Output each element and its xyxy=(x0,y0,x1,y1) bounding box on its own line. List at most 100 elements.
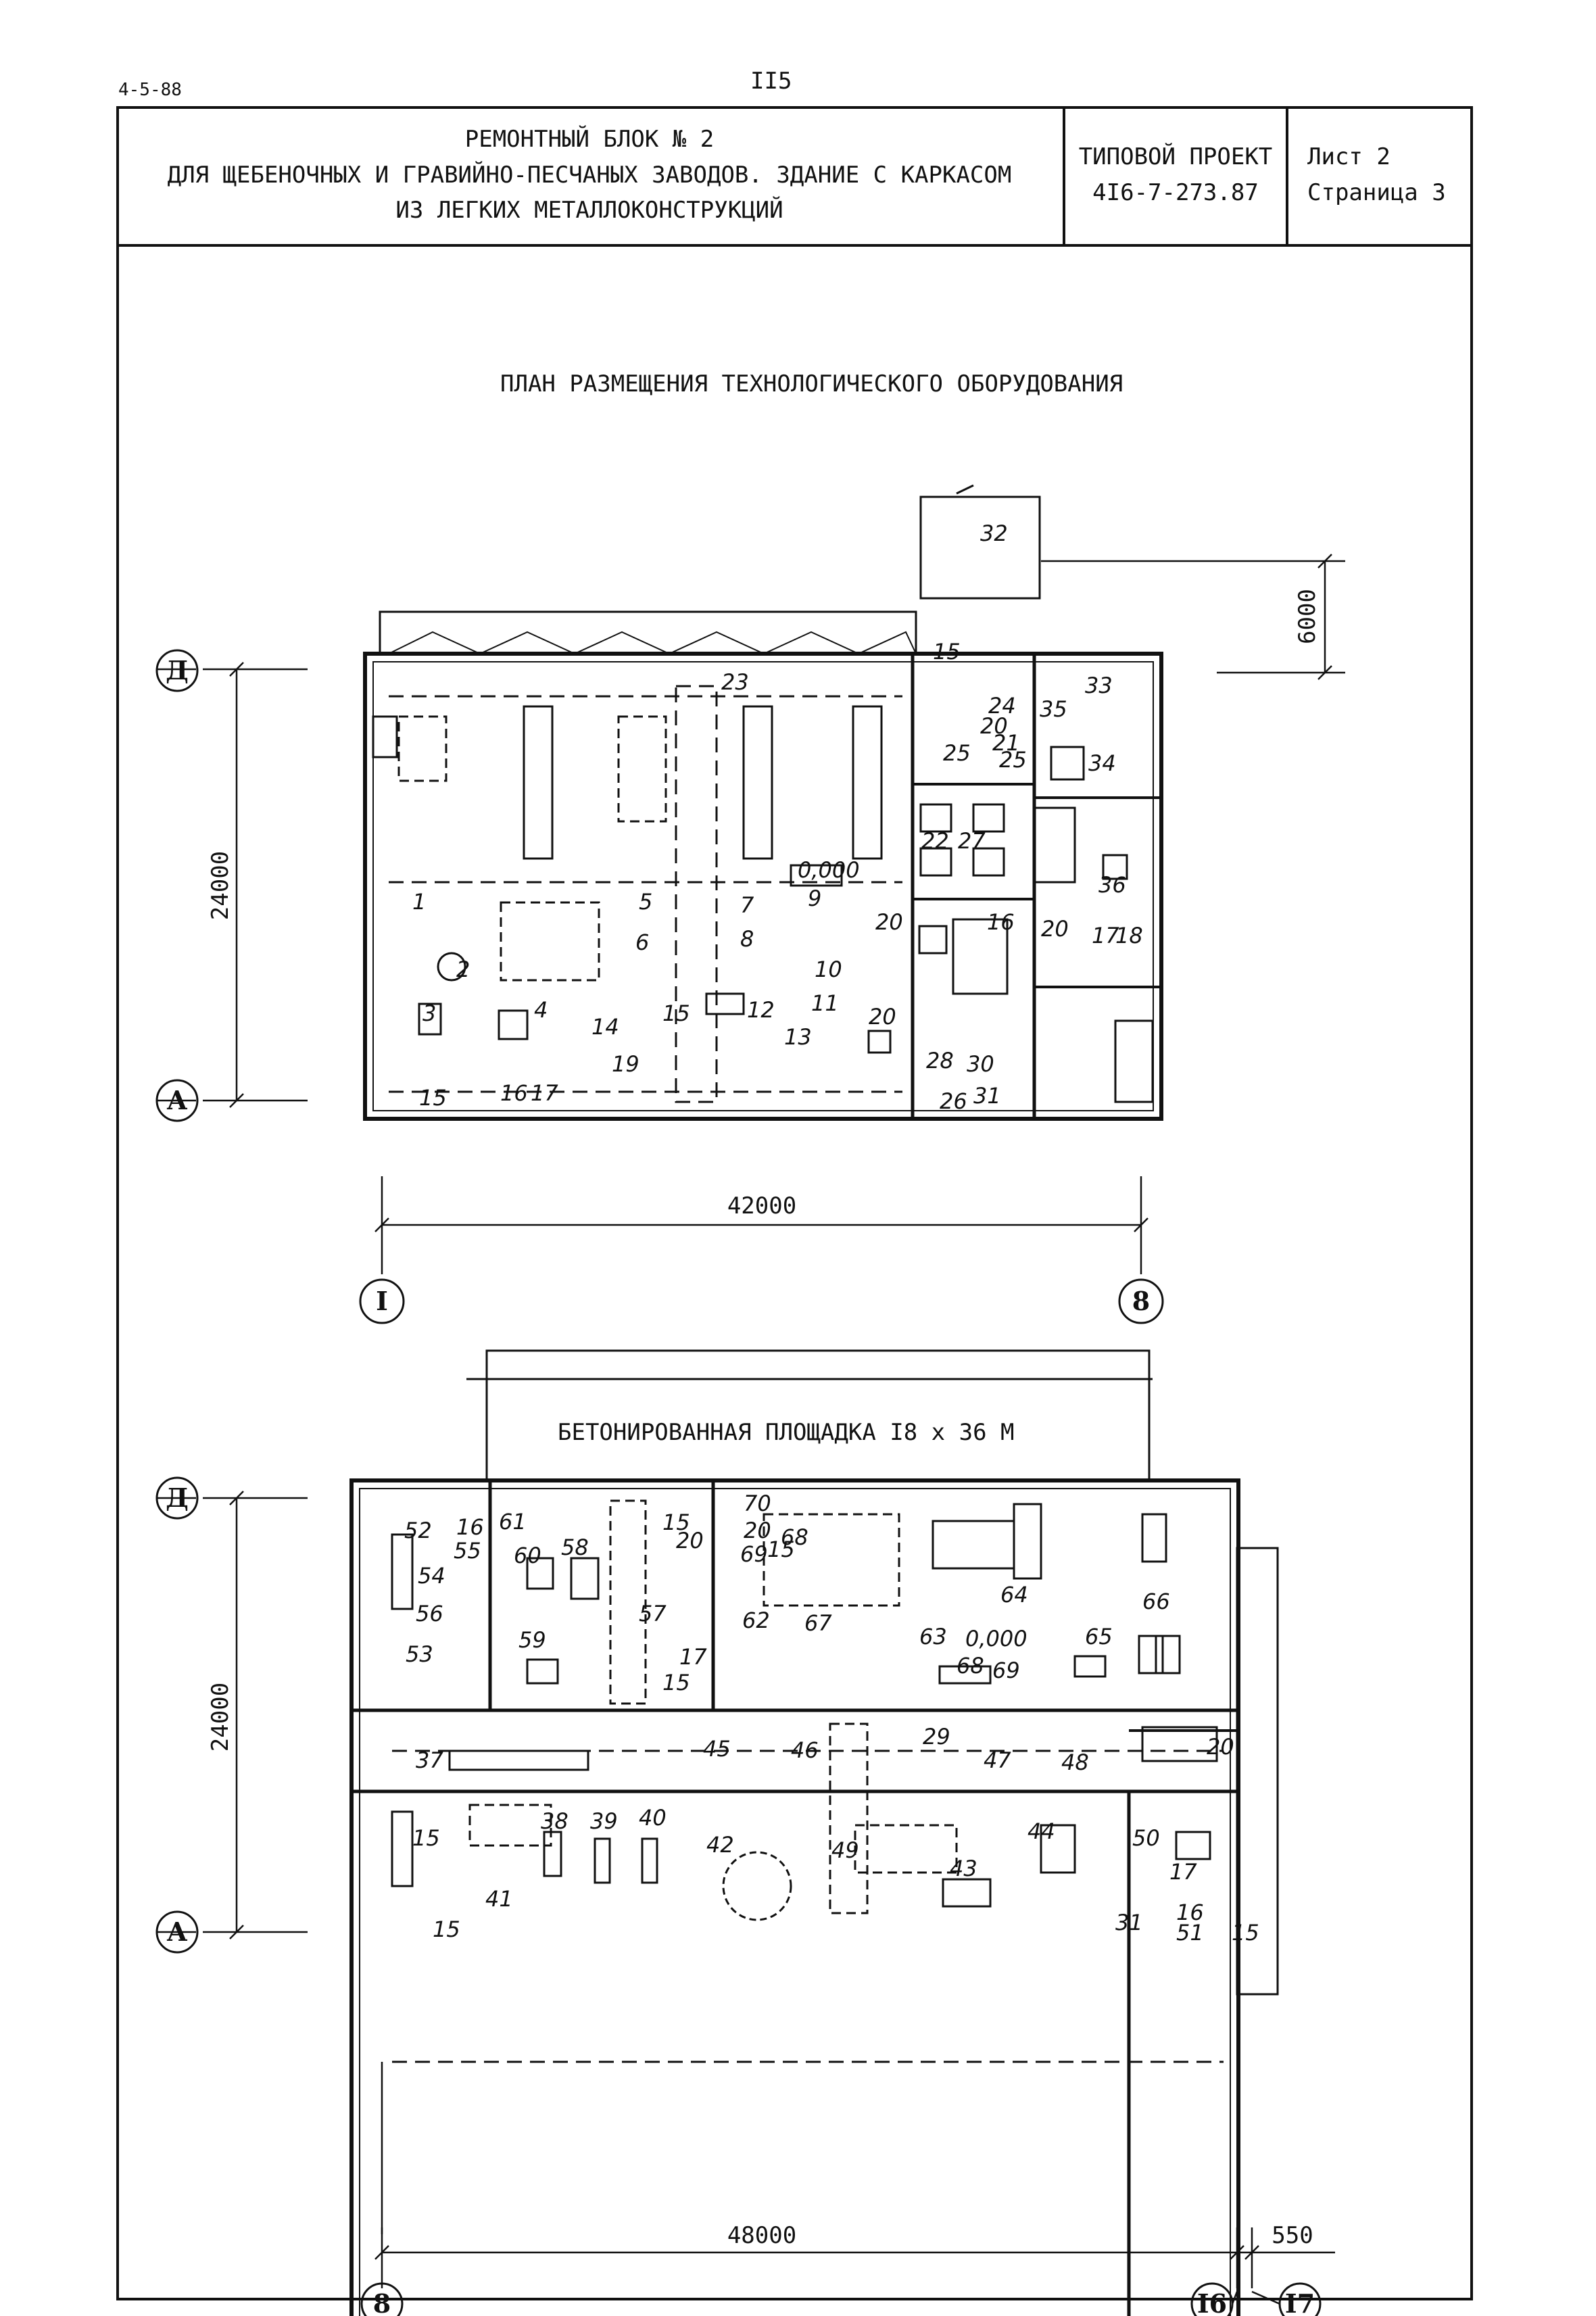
project-number: 4I6-7-273.87 xyxy=(1092,179,1259,206)
bottom-dim-extra: 550 xyxy=(1272,2222,1313,2249)
bottom-equipment-label: 54 xyxy=(418,1563,445,1589)
bottom-equipment-label: 43 xyxy=(950,1856,977,1881)
bottom-dim-width: 48000 xyxy=(727,2222,796,2249)
sheet-code: 4-5-88 xyxy=(118,80,182,100)
title-line-2: ДЛЯ ЩЕБЕНОЧНЫХ И ГРАВИЙНО-ПЕСЧАНЫХ ЗАВОД… xyxy=(167,161,1012,189)
top-equipment-label: 33 xyxy=(1085,673,1113,698)
top-equipment-label: 20 xyxy=(869,1004,896,1030)
bottom-equipment-label: 60 xyxy=(514,1543,541,1568)
bottom-equipment-label: 64 xyxy=(1000,1582,1028,1608)
bottom-axis-left-label: 8 xyxy=(373,2288,391,2316)
bottom-equipment-label: 49 xyxy=(831,1837,859,1863)
page-number: II5 xyxy=(750,68,792,95)
top-equipment-label: 31 xyxy=(973,1083,1001,1109)
top-equipment-label: 20 xyxy=(875,909,903,935)
top-equipment-label: 16 xyxy=(500,1080,528,1106)
bottom-equipment-label: 31 xyxy=(1115,1910,1143,1935)
bottom-equipment-label: 15 xyxy=(662,1510,690,1535)
top-equipment-label: 28 xyxy=(926,1048,954,1073)
top-dim-height: 24000 xyxy=(207,851,234,920)
bottom-equipment-label: 56 xyxy=(416,1601,443,1626)
top-axis-left-label: I xyxy=(376,1286,388,1316)
sheet-label: Лист 2 xyxy=(1307,143,1391,171)
bottom-equipment-label: 38 xyxy=(541,1808,569,1834)
top-dim-annex: 6000 xyxy=(1294,589,1321,644)
top-floor-level: 0,000 xyxy=(798,857,860,883)
bottom-equipment-label: 59 xyxy=(518,1627,546,1653)
bottom-plan-dimensions xyxy=(155,1476,1335,2316)
top-equipment-label: 34 xyxy=(1088,750,1116,776)
bottom-equipment-label: 70 xyxy=(744,1491,771,1516)
top-equipment-label: 24 xyxy=(988,693,1016,719)
top-equipment-label: 20 xyxy=(1041,916,1069,942)
top-equipment-label: 36 xyxy=(1098,872,1126,898)
top-equipment-label: 15 xyxy=(419,1085,447,1111)
bottom-equipment-label: 16 xyxy=(1176,1900,1204,1925)
bottom-equipment-label: 66 xyxy=(1142,1589,1170,1614)
bottom-plan-building xyxy=(349,1349,1279,2316)
top-axis-top-label: Д xyxy=(166,655,189,685)
bottom-axis-bottom-label: А xyxy=(167,1916,188,1947)
sheet-cell: Лист 2 Страница 3 xyxy=(1288,106,1470,244)
bottom-equipment-label: 15 xyxy=(662,1670,690,1695)
platform-caption: БЕТОНИРОВАННАЯ ПЛОЩАДКА I8 x 36 М xyxy=(558,1419,1015,1446)
top-equipment-label: 18 xyxy=(1115,923,1143,948)
top-equipment-label: 22 xyxy=(921,828,949,854)
bottom-equipment-label: 15 xyxy=(412,1825,440,1851)
top-equipment-label: 6 xyxy=(635,930,649,955)
top-equipment-label: 4 xyxy=(534,997,548,1023)
bottom-axis-top-label: Д xyxy=(166,1482,189,1513)
bottom-equipment-label: 29 xyxy=(923,1724,950,1750)
top-equipment-label: 7 xyxy=(740,892,754,918)
top-equipment-label: 25 xyxy=(943,740,971,766)
top-equipment-label: 5 xyxy=(639,889,652,915)
top-dim-width: 42000 xyxy=(727,1192,796,1220)
top-plan-building xyxy=(363,484,1163,1121)
title-line-3: ИЗ ЛЕГКИХ МЕТАЛЛОКОНСТРУКЦИЙ xyxy=(395,197,783,224)
bottom-equipment-label: 44 xyxy=(1027,1818,1055,1844)
bottom-equipment-label: 58 xyxy=(561,1535,589,1560)
bottom-equipment-label: 61 xyxy=(499,1509,527,1535)
bottom-equipment-label: 46 xyxy=(791,1737,819,1763)
top-equipment-label: 15 xyxy=(662,1000,690,1026)
top-equipment-label: 16 xyxy=(987,909,1015,935)
top-equipment-label: 2 xyxy=(456,957,470,982)
top-equipment-label: 3 xyxy=(422,1000,436,1026)
bottom-equipment-label: 20 xyxy=(1207,1734,1234,1760)
top-equipment-label: 10 xyxy=(815,957,842,982)
bottom-equipment-label: 51 xyxy=(1176,1920,1204,1946)
bottom-equipment-label: 65 xyxy=(1085,1624,1113,1649)
bottom-equipment-label: 15 xyxy=(433,1916,460,1942)
title-cell: РЕМОНТНЫЙ БЛОК № 2 ДЛЯ ЩЕБЕНОЧНЫХ И ГРАВ… xyxy=(116,106,1065,244)
bottom-equipment-label: 20 xyxy=(676,1528,704,1553)
drawing-frame xyxy=(116,106,1473,2300)
top-equipment-label: 30 xyxy=(967,1051,994,1077)
top-plan-dimensions xyxy=(155,554,1345,1324)
bottom-equipment-label: 17 xyxy=(1169,1859,1197,1885)
top-axis-right-label: 8 xyxy=(1132,1286,1150,1316)
bottom-equipment-label: 52 xyxy=(404,1518,432,1543)
title-line-1: РЕМОНТНЫЙ БЛОК № 2 xyxy=(464,125,715,153)
bottom-equipment-label: 57 xyxy=(639,1601,667,1626)
bottom-floor-level: 0,000 xyxy=(965,1626,1027,1651)
project-label: ТИПОВОЙ ПРОЕКТ xyxy=(1078,143,1273,171)
page-label: Страница 3 xyxy=(1307,179,1446,206)
bottom-dim-height: 24000 xyxy=(207,1683,234,1752)
bottom-equipment-label: 69 xyxy=(992,1658,1020,1683)
bottom-equipment-label: 53 xyxy=(406,1641,433,1667)
top-equipment-label: 8 xyxy=(740,926,754,952)
bottom-equipment-label: 16 xyxy=(456,1514,484,1540)
top-equipment-label: 35 xyxy=(1040,696,1067,722)
top-equipment-label: 26 xyxy=(940,1088,967,1114)
top-equipment-label: 1 xyxy=(412,889,426,915)
top-equipment-label: 13 xyxy=(784,1024,812,1050)
bottom-equipment-label: 47 xyxy=(984,1747,1011,1773)
bottom-axis-mid-label: I6 xyxy=(1197,2288,1227,2316)
bottom-equipment-label: 50 xyxy=(1132,1825,1160,1851)
bottom-axis-right-label: I7 xyxy=(1285,2288,1315,2316)
top-equipment-label: 11 xyxy=(811,990,839,1016)
bottom-equipment-label: 20 xyxy=(744,1518,771,1543)
title-block: РЕМОНТНЫЙ БЛОК № 2 ДЛЯ ЩЕБЕНОЧНЫХ И ГРАВ… xyxy=(116,106,1473,247)
